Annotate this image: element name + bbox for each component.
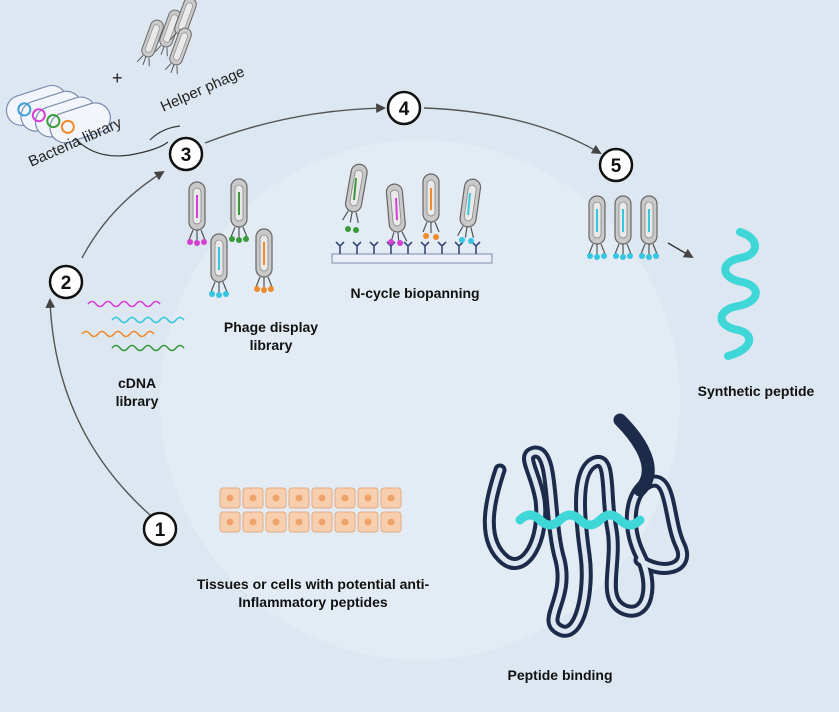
synthetic-peptide-label: Synthetic peptide [697,383,815,399]
arrow-2-to-3 [81,170,165,259]
arrow-4-to-5 [423,107,602,154]
step-3-marker: 3 [168,136,204,172]
plus-sign: + [112,68,123,88]
cdna-library-label: cDNA library [115,375,159,409]
step-5-number: 5 [611,156,622,177]
arrow-3-to-4 [204,103,386,144]
arrow-1-to-2 [45,298,151,516]
phage-display-library-label: Phage display library [223,319,319,353]
tissues-cells-label: Tissues or cells with potential anti-Inf… [196,576,430,610]
bracket-helper [149,125,181,141]
step-1-marker: 1 [142,511,178,547]
biopanning-plate-icon [331,162,493,264]
step-4-marker: 4 [386,90,422,126]
peptide-binding-protein [482,413,689,638]
selected-phages-icon [587,195,659,260]
step-4-number: 4 [399,99,410,120]
step-3-number: 3 [181,145,192,166]
bracket-bacteria [74,137,169,157]
step-2-number: 2 [61,273,72,294]
cdna-library-icon [81,300,185,352]
peptide-binding-label: Peptide binding [507,667,613,683]
step-1-number: 1 [155,520,166,541]
step-2-marker: 2 [48,264,84,300]
step-5-marker: 5 [598,147,634,183]
synthetic-peptide-helix [717,228,760,360]
bacteria-library-icon [5,84,112,144]
n-cycle-biopanning-label: N-cycle biopanning [350,285,480,301]
arrow-to-synthetic-peptide [667,242,694,258]
helper-phage-icon [136,0,199,76]
phage-display-library-icon [187,178,274,298]
